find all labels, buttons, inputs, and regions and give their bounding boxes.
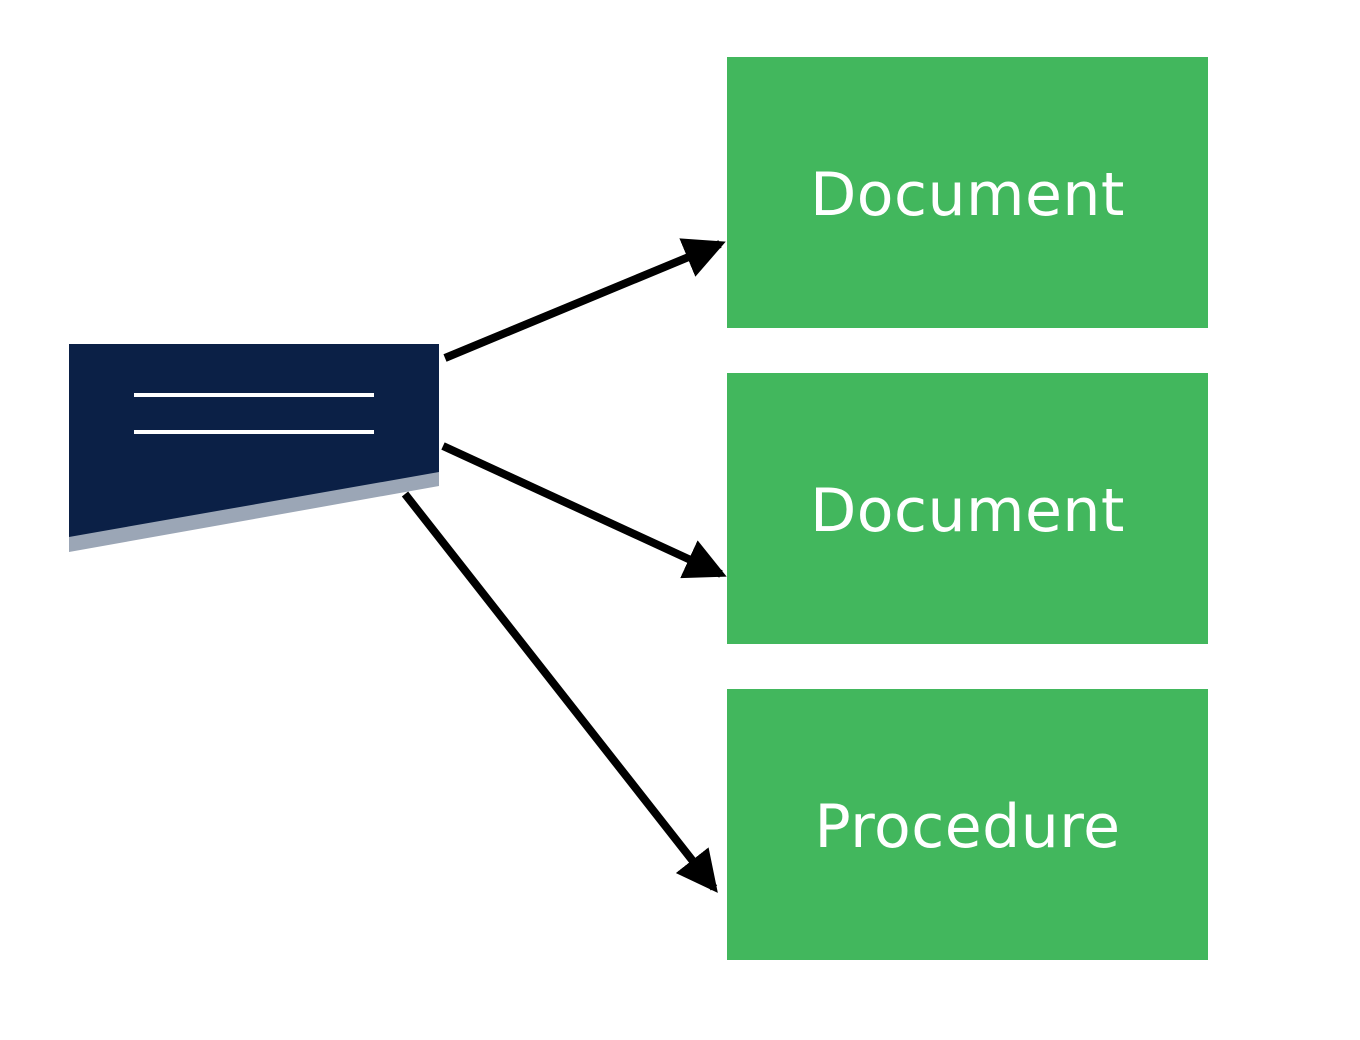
document-box-1-label: Document (810, 159, 1125, 230)
arrow-to-document-1 (443, 238, 726, 362)
arrow-to-document-2 (441, 442, 727, 579)
procedure-box: Procedure (727, 689, 1208, 960)
arrow-to-procedure (401, 491, 718, 893)
document-box-2-label: Document (810, 475, 1125, 546)
source-document-icon (69, 344, 439, 552)
document-box-2: Document (727, 373, 1208, 644)
procedure-box-label: Procedure (814, 791, 1121, 862)
document-box-1: Document (727, 57, 1208, 328)
source-card (69, 344, 439, 537)
